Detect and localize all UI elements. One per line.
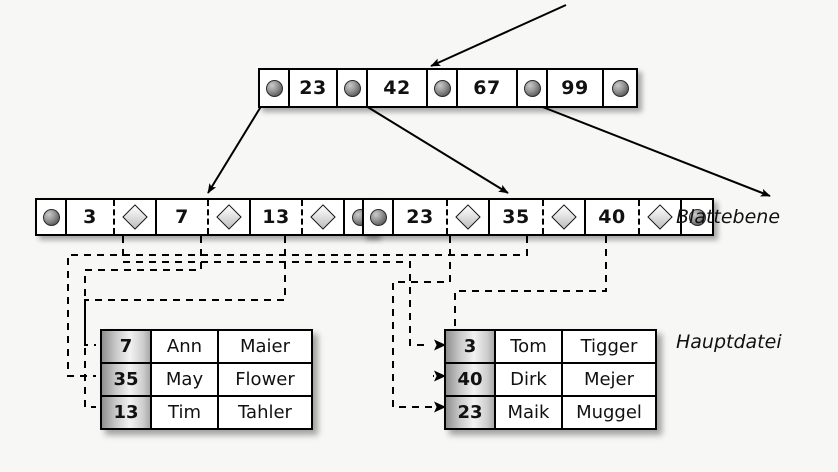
leaf-right-key-0: 23 (394, 200, 448, 234)
row-first-name: Tom (496, 331, 563, 362)
main-file-label: Hauptdatei (676, 331, 782, 353)
diamond-icon (310, 204, 336, 230)
root-pointer-2[interactable] (428, 70, 458, 106)
row-key: 13 (102, 397, 152, 428)
main-file-table-right[interactable]: 3 Tom Tigger 40 Dirk Mejer 23 Maik Mugge… (444, 329, 657, 430)
root-pointer-1[interactable] (338, 70, 368, 106)
leaf-left-key-0: 3 (67, 200, 115, 234)
row-last-name: Maier (239, 336, 291, 357)
leaf-left-ref-1[interactable] (209, 200, 251, 234)
table-row[interactable]: 35 May Flower (102, 362, 311, 395)
root-pointer-3[interactable] (518, 70, 548, 106)
edge-root-to-leaf-right (347, 94, 509, 194)
leaf-left-ref-0[interactable] (115, 200, 157, 234)
pointer-dot-icon (369, 208, 387, 226)
leaf-right-key-1: 35 (490, 200, 544, 234)
leaf-right-ref-1[interactable] (544, 200, 586, 234)
leaf-level-label: Blattebene (676, 206, 781, 228)
diamond-icon (647, 204, 673, 230)
root-key-1: 42 (368, 70, 428, 106)
diamond-icon (455, 204, 481, 230)
diamond-icon (216, 204, 242, 230)
row-key: 35 (102, 364, 152, 395)
root-key-2: 67 (458, 70, 518, 106)
leaf-right-next-pointer[interactable] (682, 200, 712, 234)
leaf-left-key-2: 13 (251, 200, 303, 234)
main-file-table-left[interactable]: 7 Ann Maier 35 May Flower 13 Tim Tahler (100, 329, 313, 430)
row-key: 3 (446, 331, 496, 362)
root-index-node[interactable]: 23 42 67 99 (258, 68, 638, 108)
pointer-dot-icon (523, 79, 541, 97)
row-last-name: Muggel (576, 402, 642, 423)
row-first-name: Ann (152, 331, 219, 362)
table-row[interactable]: 3 Tom Tigger (446, 331, 655, 362)
leaf-right-ref-0[interactable] (448, 200, 490, 234)
edge-root-to-leaf-left (207, 94, 269, 194)
row-first-name: Dirk (496, 364, 563, 395)
pointer-dot-icon (42, 208, 60, 226)
table-row[interactable]: 7 Ann Maier (102, 331, 311, 362)
leaf-node-right[interactable]: 23 35 40 (362, 198, 714, 236)
table-row[interactable]: 13 Tim Tahler (102, 395, 311, 428)
leaf-left-ref-2[interactable] (303, 200, 345, 234)
root-key-0: 23 (290, 70, 338, 106)
pointer-dot-icon (611, 79, 629, 97)
row-last-name: Mejer (583, 369, 635, 390)
edge-incoming-root (430, 4, 567, 67)
row-last-name: Tigger (580, 336, 638, 357)
diamond-icon (122, 204, 148, 230)
leaf-left-prev-pointer[interactable] (37, 200, 67, 234)
row-last-name: Flower (235, 369, 295, 390)
row-first-name: May (152, 364, 219, 395)
pointer-dot-icon (343, 79, 361, 97)
root-pointer-4[interactable] (604, 70, 636, 106)
ref-leaf-r-23 (392, 236, 451, 408)
root-pointer-0[interactable] (260, 70, 290, 106)
diamond-icon (551, 204, 577, 230)
pointer-dot-icon (688, 208, 706, 226)
row-key: 23 (446, 397, 496, 428)
leaf-right-key-2: 40 (586, 200, 640, 234)
pointer-dot-icon (265, 79, 283, 97)
row-last-name: Tahler (238, 402, 292, 423)
pointer-dot-icon (433, 79, 451, 97)
row-first-name: Maik (496, 397, 563, 428)
row-first-name: Tim (152, 397, 219, 428)
row-key: 40 (446, 364, 496, 395)
table-row[interactable]: 23 Maik Muggel (446, 395, 655, 428)
leaf-left-key-1: 7 (157, 200, 209, 234)
leaf-node-left[interactable]: 3 7 13 (35, 198, 377, 236)
leaf-right-ref-2[interactable] (640, 200, 682, 234)
table-row[interactable]: 40 Dirk Mejer (446, 362, 655, 395)
leaf-right-prev-pointer[interactable] (364, 200, 394, 234)
edge-root-to-right-subtree (511, 94, 771, 197)
row-key: 7 (102, 331, 152, 362)
root-key-3: 99 (548, 70, 604, 106)
